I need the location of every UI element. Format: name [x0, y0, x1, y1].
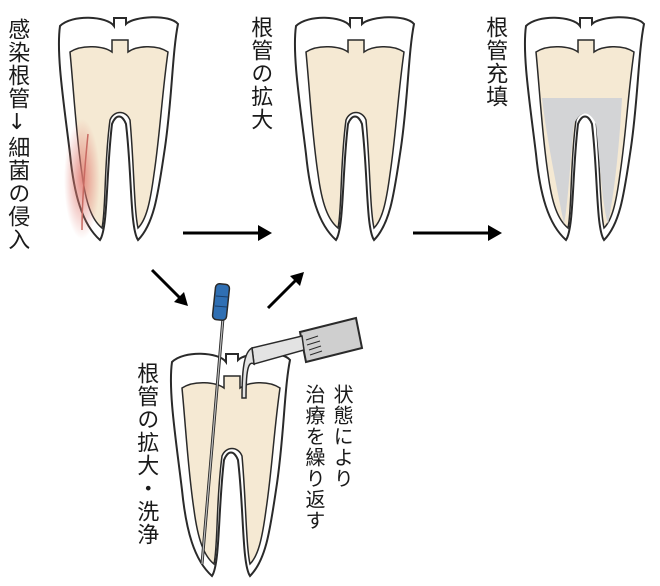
tooth-cleaning — [169, 352, 292, 578]
endodontic-file — [200, 283, 231, 565]
tool-grip — [305, 335, 323, 356]
label-canal-enlargement: 根管の拡大 — [247, 16, 273, 131]
label-infected-canal: 感染根管↓細菌の侵入 — [4, 18, 30, 251]
label-canal-filling: 根管充填 — [482, 16, 508, 108]
dentin-core — [305, 39, 405, 230]
label-repeat-note: 治療を繰り返す 状態により — [302, 384, 355, 531]
tool-handle — [298, 316, 364, 364]
tooth-enlarged — [293, 16, 416, 242]
repeat-note-line-2: 治療を繰り返す — [302, 384, 326, 531]
arrow-to-enlarge — [183, 225, 272, 241]
file-handle — [211, 283, 231, 321]
tooth-filled — [523, 16, 646, 242]
canal-filling — [542, 98, 622, 224]
arrow-to-cleaning — [150, 268, 188, 306]
infection-area — [64, 119, 100, 239]
arrow-to-filling — [413, 225, 502, 241]
tool-tip — [241, 346, 255, 399]
repeat-note-line-1: 状態により — [330, 384, 355, 489]
label-enlarge-and-clean: 根管の拡大・洗浄 — [133, 362, 159, 546]
root-canal-line — [81, 133, 89, 231]
tooth-infected — [57, 16, 180, 242]
irrigation-tool — [241, 316, 364, 399]
arrow-back-to-enlarge — [266, 272, 304, 310]
